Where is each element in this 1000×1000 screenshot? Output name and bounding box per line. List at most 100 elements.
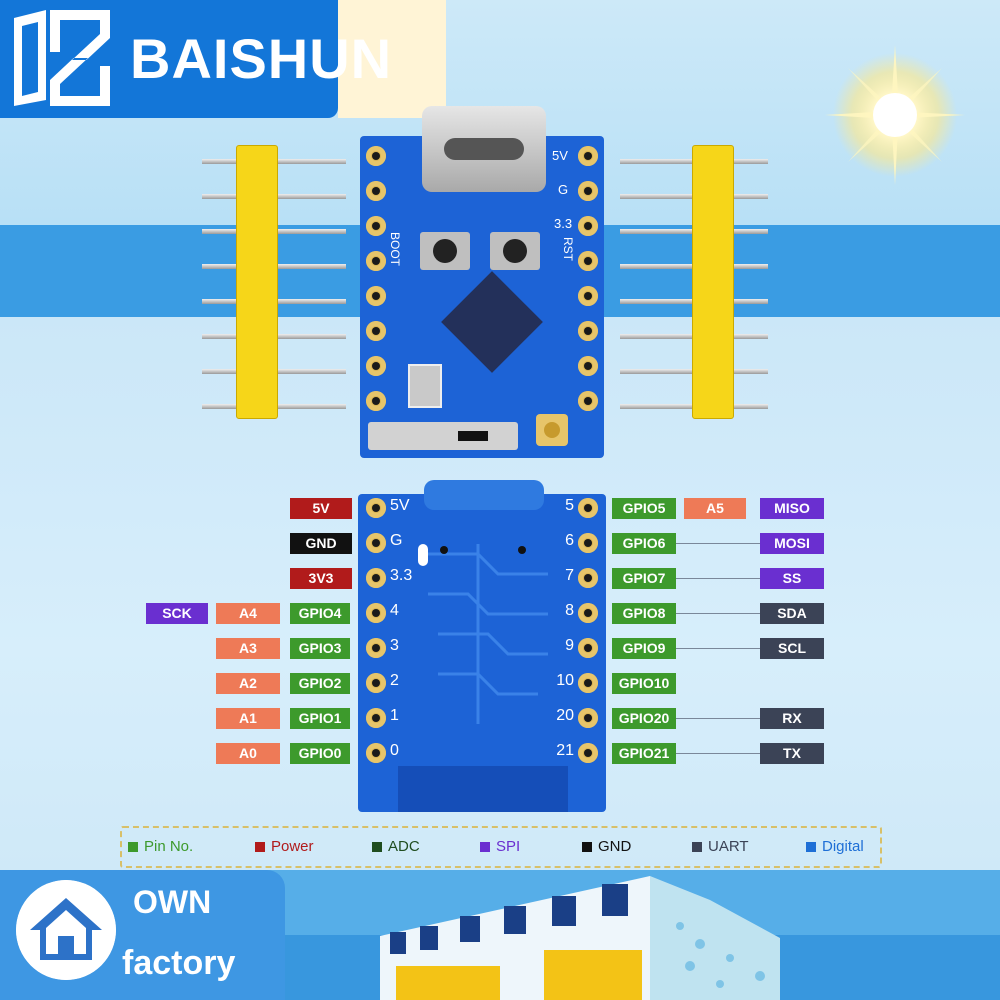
- solder-pad: [578, 181, 598, 201]
- pin-label-gnd: GND: [290, 533, 352, 554]
- silk-5v: 5V: [552, 148, 568, 163]
- pin-label-sck: SCK: [146, 603, 208, 624]
- solder-pad: [366, 673, 386, 693]
- usb-c-connector: [422, 106, 546, 192]
- solder-pad: [366, 603, 386, 623]
- pin-connector-line: [676, 648, 760, 649]
- legend-swatch: [480, 841, 490, 852]
- silk-left-5: 2: [390, 672, 399, 689]
- boot-button: [420, 232, 470, 270]
- solder-pad: [578, 391, 598, 411]
- pin-label-gpio9: GPIO9: [612, 638, 676, 659]
- legend-item-adc: ADC: [372, 838, 420, 855]
- solder-pad: [578, 603, 598, 623]
- pin-label-gpio2: GPIO2: [290, 673, 350, 694]
- solder-pad: [578, 286, 598, 306]
- legend-item-power: Power: [255, 838, 314, 855]
- pin-label-gpio1: GPIO1: [290, 708, 350, 729]
- pin-connector-line: [676, 543, 760, 544]
- pin-header-left: [236, 145, 278, 419]
- pin-label-a2: A2: [216, 673, 280, 694]
- pin-label-a0: A0: [216, 743, 280, 764]
- silk-left-0: 5V: [390, 497, 410, 514]
- silk-left-6: 1: [390, 707, 399, 724]
- pin-label-rx: RX: [760, 708, 824, 729]
- silk-rst: RST: [561, 237, 575, 261]
- crystal: [408, 364, 442, 408]
- factory-text: factory: [122, 944, 236, 982]
- silk-right-1: 6: [565, 532, 574, 549]
- solder-pad: [366, 498, 386, 518]
- silk-left-1: G: [390, 532, 403, 549]
- ceramic-antenna: [368, 422, 518, 450]
- solder-pad: [578, 498, 598, 518]
- pin-label-gpio20: GPIO20: [612, 708, 676, 729]
- legend-label: Pin No.: [144, 838, 194, 855]
- solder-pad: [578, 673, 598, 693]
- legend-swatch: [692, 841, 702, 852]
- solder-pad: [578, 533, 598, 553]
- pcb-traces: [428, 544, 548, 724]
- solder-pad: [578, 146, 598, 166]
- silk-right-3: 8: [565, 602, 574, 619]
- solder-pad: [366, 708, 386, 728]
- pin-label-5v: 5V: [290, 498, 352, 519]
- esp32-chip: [441, 271, 543, 373]
- factory-building-illustration: [380, 876, 780, 1000]
- solder-pad: [366, 251, 386, 271]
- sun-icon: [825, 45, 965, 185]
- legend-label: UART: [708, 838, 749, 855]
- solder-pad: [578, 743, 598, 763]
- pin-header-right: [692, 145, 734, 419]
- legend-swatch: [582, 841, 592, 852]
- legend-item-pinno: Pin No.: [128, 838, 193, 855]
- legend-item-digital: Digital: [806, 838, 864, 855]
- pin-label-gpio8: GPIO8: [612, 603, 676, 624]
- solder-pad: [366, 743, 386, 763]
- silk-3v3: 3.3: [554, 216, 573, 231]
- own-text: OWN: [133, 884, 212, 920]
- house-icon: [16, 880, 116, 980]
- brand-banner-accent: [338, 0, 446, 118]
- pin-label-a4: A4: [216, 603, 280, 624]
- legend-box: [120, 826, 882, 868]
- silk-right-7: 21: [556, 742, 574, 759]
- solder-pad: [578, 356, 598, 376]
- pin-label-gpio6: GPIO6: [612, 533, 676, 554]
- pin-connector-line: [676, 718, 760, 719]
- solder-pad: [578, 568, 598, 588]
- legend-item-uart: UART: [692, 838, 749, 855]
- pin-label-tx: TX: [760, 743, 824, 764]
- legend-item-spi: SPI: [480, 838, 520, 855]
- solder-pad: [366, 181, 386, 201]
- silk-left-4: 3: [390, 637, 399, 654]
- board-top-view: 5V G 3.3 BOOT RST: [360, 106, 604, 458]
- pin-label-miso: MISO: [760, 498, 824, 519]
- silk-right-5: 10: [556, 672, 574, 689]
- legend-label: ADC: [388, 838, 420, 855]
- pin-label-gpio21: GPIO21: [612, 743, 676, 764]
- pin-label-gpio3: GPIO3: [290, 638, 350, 659]
- solder-pad: [366, 638, 386, 658]
- silk-right-4: 9: [565, 637, 574, 654]
- pin-connector-line: [676, 578, 760, 579]
- silk-left-2: 3.3: [390, 567, 413, 584]
- legend-item-gnd: GND: [582, 838, 631, 855]
- solder-pad: [366, 321, 386, 341]
- solder-pad: [366, 391, 386, 411]
- legend-swatch: [806, 841, 816, 852]
- ipex-connector: [536, 414, 568, 446]
- legend-label: Power: [271, 838, 314, 855]
- pin-label-mosi: MOSI: [760, 533, 824, 554]
- pin-label-a5: A5: [684, 498, 746, 519]
- silk-right-2: 7: [565, 567, 574, 584]
- solder-pad: [578, 216, 598, 236]
- legend-label: Digital: [822, 838, 864, 855]
- legend-label: SPI: [496, 838, 521, 855]
- pin-label-gpio7: GPIO7: [612, 568, 676, 589]
- solder-pad: [578, 251, 598, 271]
- pin-label-gpio5: GPIO5: [612, 498, 676, 519]
- solder-pad: [578, 638, 598, 658]
- pin-label-gpio0: GPIO0: [290, 743, 350, 764]
- pin-label-3v3: 3V3: [290, 568, 352, 589]
